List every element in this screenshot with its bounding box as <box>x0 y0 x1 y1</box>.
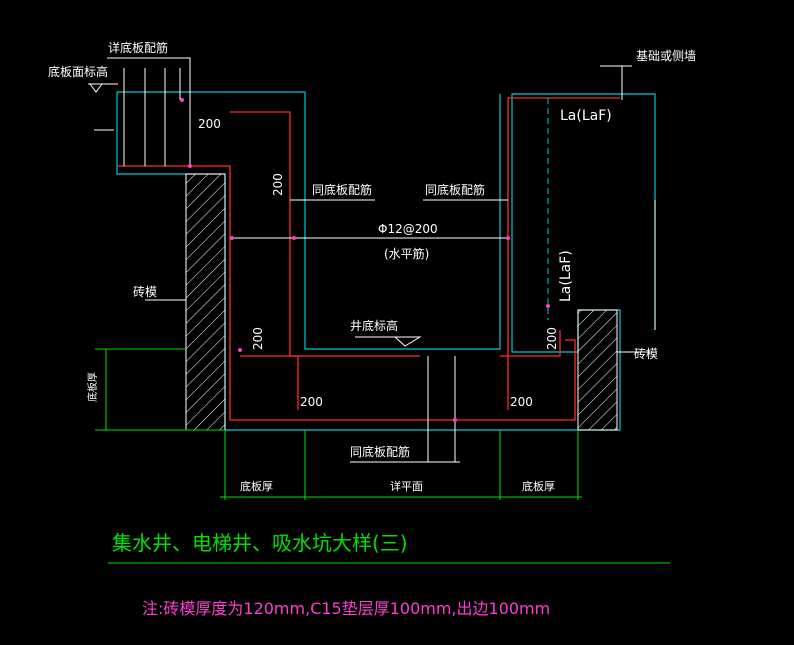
rebar-spec-label: Φ12@200 <box>378 222 438 236</box>
brick-mold-left <box>185 173 226 431</box>
rebar-left-lower <box>240 355 299 410</box>
rebar-dot <box>230 236 234 240</box>
rebar-dot <box>188 164 192 168</box>
brick-mold-left-label: 砖模 <box>133 284 157 299</box>
dim-slab-thk-left: 底板厚 <box>240 479 273 493</box>
rebar-right <box>507 97 620 410</box>
brick-mold-right <box>577 309 618 431</box>
rebar-dot <box>238 348 242 352</box>
foundation-wall-label: 基础或侧墙 <box>636 49 696 63</box>
dim-200-bottom-right: 200 <box>510 395 533 409</box>
pit-elev-label: 井底标高 <box>350 318 398 333</box>
leader-pit-elev <box>355 336 422 347</box>
drawing-note: 注:砖模厚度为120mm,C15垫层厚100mm,出边100mm <box>142 599 550 618</box>
dim-200-left-vert: 200 <box>271 173 285 196</box>
dim-200-right-lower: 200 <box>545 327 559 350</box>
rebar-outer <box>117 165 576 421</box>
leader-detail-rebar <box>107 57 191 166</box>
rebar-top-left <box>230 111 420 357</box>
dim-plan-view: 详平面 <box>390 479 423 493</box>
rebar-dot <box>292 236 296 240</box>
rebar-right-lower <box>500 330 561 357</box>
dim-200-bottom-left: 200 <box>300 395 323 409</box>
same-rebar-right-label: 同底板配筋 <box>425 182 485 197</box>
slab-elev-label: 底板面标高 <box>48 64 108 79</box>
same-rebar-bottom-label: 同底板配筋 <box>350 444 410 459</box>
rebar-type-label: (水平筋) <box>384 246 429 261</box>
la-top-label: La(LaF) <box>560 108 612 124</box>
elev-marker <box>89 83 103 93</box>
la-side-label: La(LaF) <box>558 250 574 302</box>
dim-200-top: 200 <box>198 117 221 131</box>
rebar-dot <box>180 98 184 102</box>
detail-rebar-label: 详底板配筋 <box>108 40 168 55</box>
rebar-dot <box>453 418 457 422</box>
same-rebar-left-label: 同底板配筋 <box>312 182 372 197</box>
dim-200-left-lower: 200 <box>251 327 265 350</box>
pit-inner-outline <box>117 91 501 350</box>
rebar-dot <box>506 236 510 240</box>
slab-thickness-label: 底板厚 <box>86 372 99 402</box>
drawing-title: 集水井、电梯井、吸水坑大样(三) <box>112 531 408 555</box>
rebar-dot <box>546 304 550 308</box>
dim-slab-thk-right: 底板厚 <box>522 479 555 493</box>
brick-mold-right-label: 砖模 <box>634 346 658 361</box>
